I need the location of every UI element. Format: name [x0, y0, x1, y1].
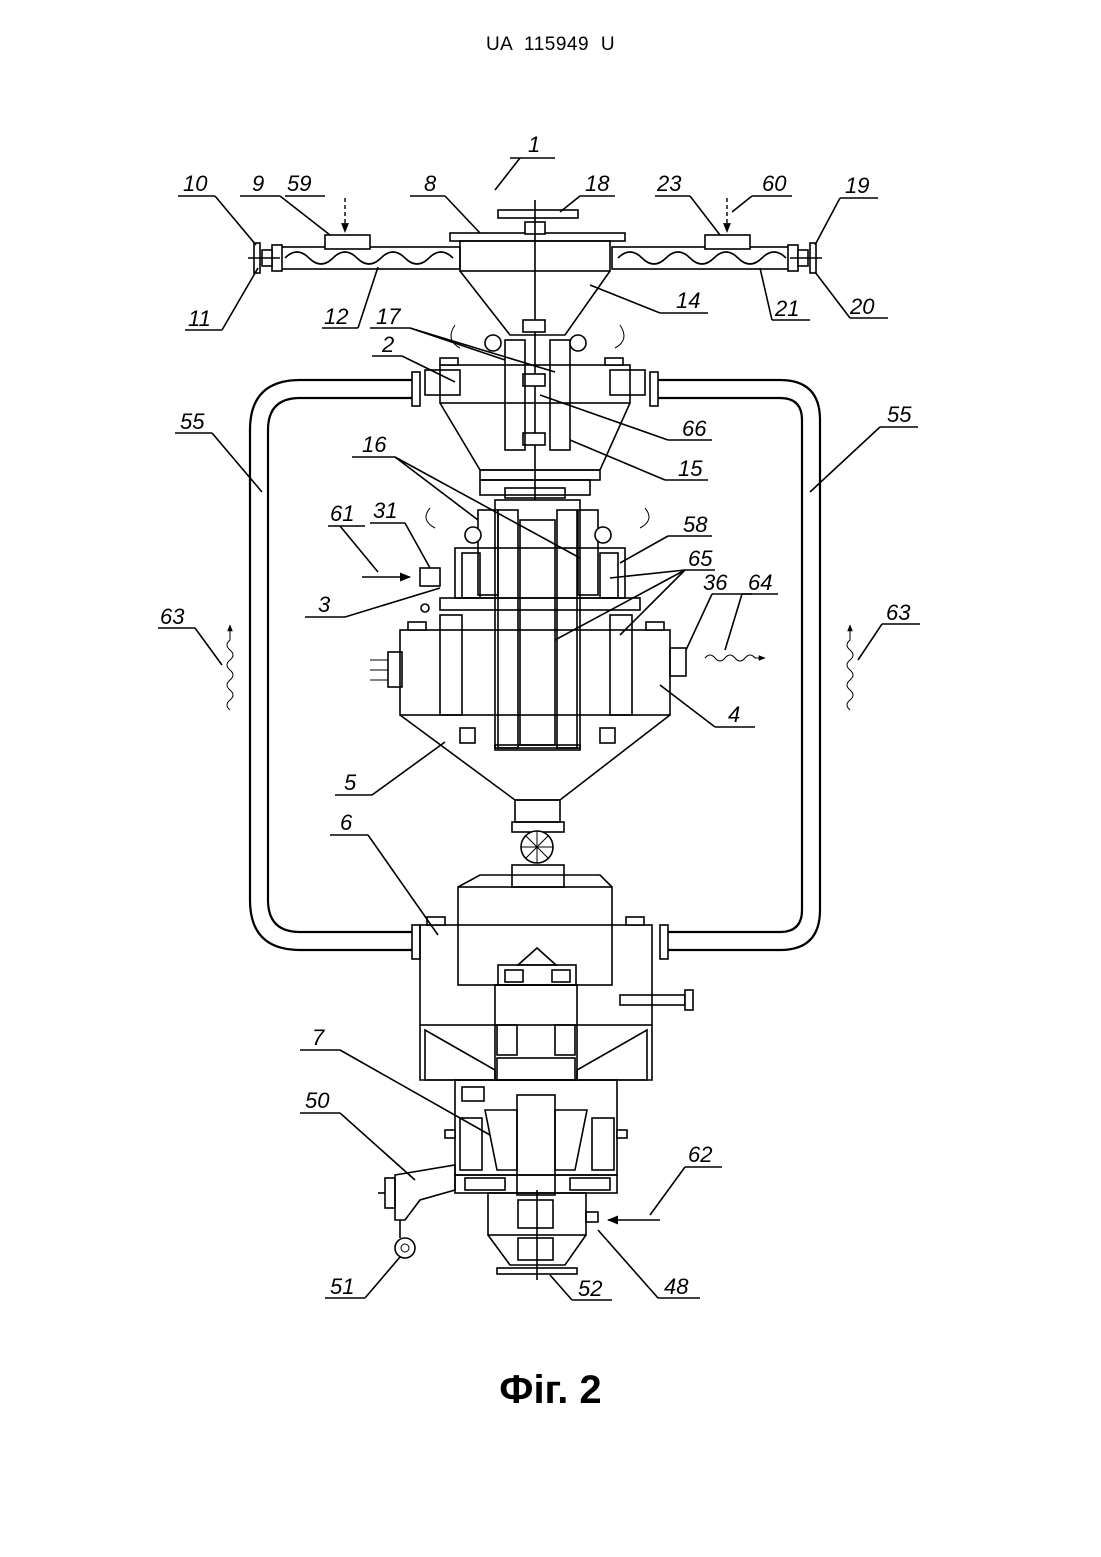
label-52: 52 [578, 1276, 602, 1301]
label-62: 62 [688, 1142, 712, 1167]
label-15: 15 [678, 456, 703, 481]
label-65: 65 [688, 546, 713, 571]
rotary-valve [512, 800, 564, 887]
screw-feeder-left [248, 198, 460, 273]
label-36: 36 [703, 570, 728, 595]
label-20: 20 [849, 294, 875, 319]
label-12: 12 [324, 304, 348, 329]
label-50: 50 [305, 1088, 330, 1113]
label-7: 7 [312, 1025, 325, 1050]
figure-caption: Фіг. 2 [0, 1368, 1101, 1413]
label-16: 16 [362, 432, 387, 457]
label-60: 60 [762, 171, 787, 196]
chamber-six [420, 875, 693, 1025]
label-1: 1 [528, 132, 540, 157]
label-17: 17 [376, 304, 401, 329]
label-23: 23 [656, 171, 682, 196]
circulation-pipe-right [650, 372, 820, 959]
reference-labels: 1 10 9 59 8 18 23 60 19 11 12 17 14 21 2… [160, 132, 912, 1301]
label-55-right: 55 [887, 402, 912, 427]
label-2: 2 [381, 332, 394, 357]
label-11: 11 [188, 306, 211, 331]
screw-feeder-right [612, 198, 822, 273]
label-66: 66 [682, 416, 707, 441]
label-4: 4 [728, 702, 740, 727]
chamber-six-lower [420, 985, 652, 1080]
label-3: 3 [318, 592, 331, 617]
reactor-body [370, 615, 686, 800]
label-18: 18 [585, 171, 610, 196]
label-55-left: 55 [180, 409, 205, 434]
label-31: 31 [373, 498, 397, 523]
label-5: 5 [344, 770, 357, 795]
label-19: 19 [845, 173, 869, 198]
label-63-right: 63 [886, 600, 911, 625]
label-10: 10 [183, 171, 208, 196]
label-58: 58 [683, 512, 708, 537]
reactor-column [480, 480, 590, 750]
circulation-pipe-left [250, 372, 420, 959]
label-59: 59 [287, 171, 311, 196]
label-21: 21 [774, 296, 799, 321]
label-9: 9 [252, 171, 264, 196]
reactor-upper-ring [420, 508, 649, 612]
lower-module [445, 1080, 627, 1195]
label-14: 14 [676, 288, 700, 313]
label-6: 6 [340, 810, 353, 835]
discharge-unit [378, 1165, 455, 1258]
label-61: 61 [330, 501, 354, 526]
flow-arrows [227, 577, 853, 1220]
label-48: 48 [664, 1274, 689, 1299]
label-8: 8 [424, 171, 437, 196]
drive-base [488, 1190, 598, 1280]
label-64: 64 [748, 570, 772, 595]
label-63-left: 63 [160, 604, 185, 629]
label-51: 51 [330, 1274, 354, 1299]
